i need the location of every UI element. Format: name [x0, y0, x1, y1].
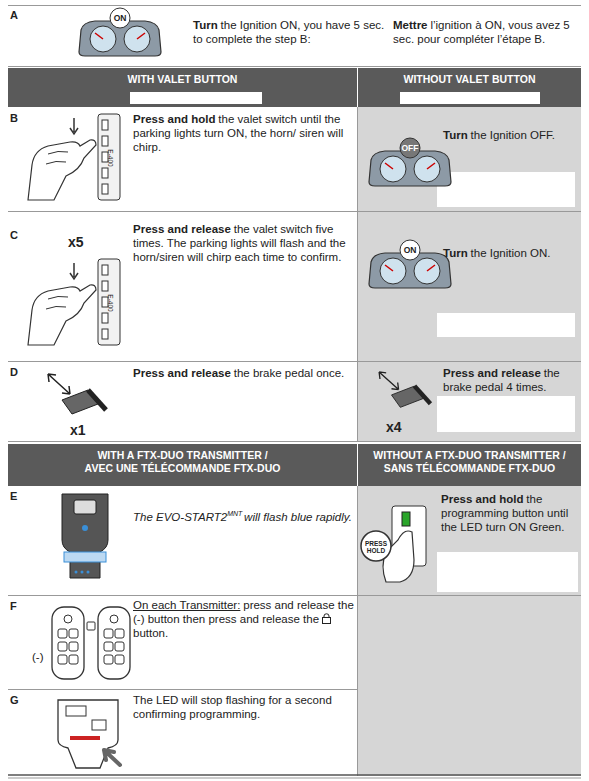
ignition-badge: ON — [398, 245, 422, 255]
instruction-text: Turnthe Ignition ON, you have 5 sec. to … — [193, 18, 385, 46]
header-text: WITHOUT A FTX-DUO TRANSMITTER / — [358, 449, 581, 462]
bold-phrase: Press and release — [133, 367, 231, 379]
bold-phrase: Mettre — [393, 19, 428, 31]
step-letter: F — [10, 600, 30, 612]
text-span: the Ignition ON, you have 5 sec. to comp… — [193, 19, 384, 45]
bold-phrase: Turn — [443, 129, 468, 141]
text-span: The EVO-START2 — [133, 511, 227, 523]
bold-phrase: Turn — [193, 19, 218, 31]
repeat-count: x5 — [68, 234, 98, 250]
header-text: WITH VALET BUTTON — [8, 73, 357, 86]
instruction-text: The LED will stop flashing for a second … — [133, 693, 338, 721]
header-text: WITH A FTX-DUO TRANSMITTER / — [8, 449, 357, 462]
switch-label: E-400 — [106, 142, 114, 174]
header-band: WITHOUT VALET BUTTON — [358, 68, 581, 107]
step-letter: E — [10, 490, 30, 502]
lock-icon — [322, 613, 331, 624]
text-span: the Ignition ON. — [471, 247, 551, 259]
instruction-text: On each Transmitter:press and release th… — [133, 598, 354, 640]
repeat-count: x4 — [386, 419, 416, 435]
press-hold-badge: PRESS HOLD — [362, 540, 390, 554]
instruction-text: Press and holdthe programming button unt… — [441, 492, 577, 534]
text-span: the Ignition OFF. — [471, 129, 555, 141]
text-span: button. — [133, 627, 168, 639]
header-text: WITHOUT VALET BUTTON — [358, 73, 581, 86]
instruction-text: The EVO-START2MNTwill flash blue rapidly… — [133, 510, 353, 524]
ignition-badge: ON — [108, 13, 132, 23]
text-span: the brake pedal once. — [234, 367, 345, 379]
header-band: WITHOUT A FTX-DUO TRANSMITTER /SANS TÉLÉ… — [358, 444, 581, 486]
step-letter: G — [10, 694, 30, 706]
instruction-text: Press and holdthe valet switch until the… — [133, 112, 353, 154]
step-letter: B — [10, 112, 30, 124]
bold-phrase: Press and release — [443, 367, 541, 379]
repeat-count: x1 — [70, 422, 100, 438]
instruction-text: Press and releasethe brake pedal 4 times… — [443, 366, 577, 394]
blank-field — [130, 92, 262, 104]
step-letter: C — [10, 229, 30, 241]
bold-phrase: Press and hold — [133, 113, 215, 125]
bold-phrase: Turn — [443, 247, 468, 259]
ignition-badge: OFF — [398, 143, 422, 153]
blank-field — [400, 92, 540, 104]
instruction-text: Press and releasethe valet switch five t… — [133, 222, 353, 264]
button-label: (-) — [32, 650, 52, 664]
step-letter: D — [10, 366, 30, 378]
text-span: will flash blue rapidly. — [244, 511, 352, 523]
instruction-text: Mettrel’ignition à ON, vous avez 5 sec. … — [393, 18, 581, 46]
bold-phrase: Press and release — [133, 223, 231, 235]
instruction-text: Turnthe Ignition OFF. — [443, 128, 577, 142]
bold-phrase: Press and hold — [441, 493, 523, 505]
text-span: MNT — [227, 510, 242, 517]
step-letter: A — [10, 9, 30, 21]
instruction-text: Press and releasethe brake pedal once. — [133, 366, 353, 380]
header-text: AVEC UNE TÉLÉCOMMANDE FTX-DUO — [8, 462, 357, 475]
switch-label: E-400 — [106, 287, 114, 319]
header-text: SANS TÉLÉCOMMANDE FTX-DUO — [358, 462, 581, 475]
header-band: WITH A FTX-DUO TRANSMITTER /AVEC UNE TÉL… — [8, 444, 357, 486]
header-band: WITH VALET BUTTON — [8, 68, 357, 107]
instruction-text: Turnthe Ignition ON. — [443, 246, 577, 260]
text-span: On each Transmitter: — [133, 599, 240, 611]
